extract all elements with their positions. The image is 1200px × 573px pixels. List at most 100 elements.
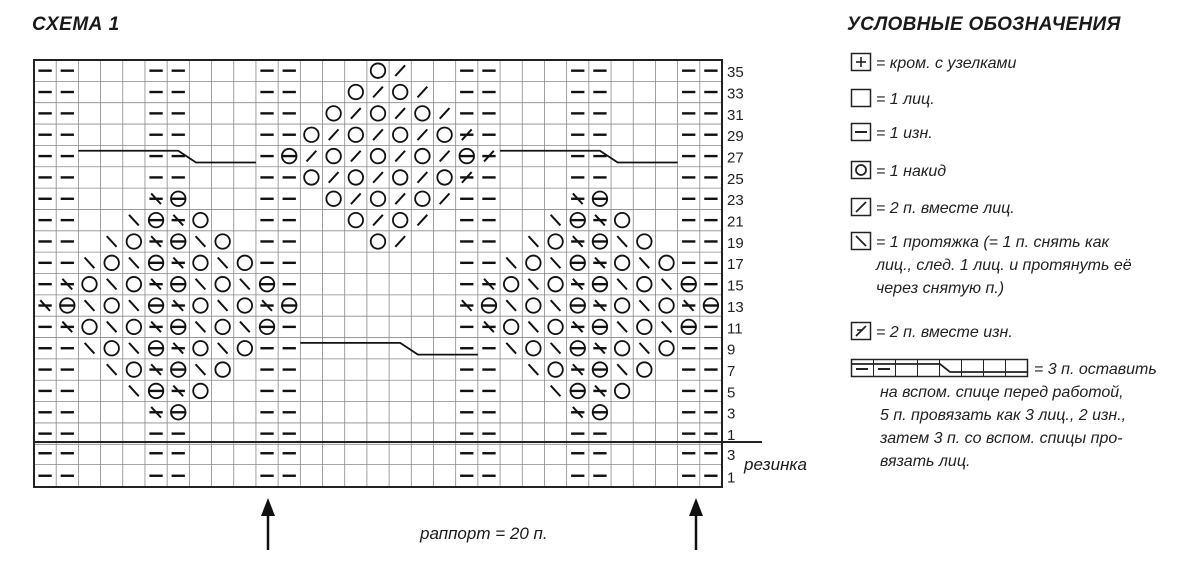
yarn-over-mark: [170, 190, 187, 207]
k2tog-mark: [350, 192, 362, 205]
rib-label: резинка: [744, 455, 807, 474]
skp-mark: [483, 278, 495, 291]
yarn-over-mark: [636, 318, 653, 336]
yarn-over-mark: [525, 340, 542, 357]
skp-mark: [572, 235, 584, 248]
skp-mark: [461, 299, 473, 312]
skp-mark: [172, 256, 184, 269]
yarn-over-mark: [547, 318, 564, 336]
yarn-over-mark: [281, 297, 298, 314]
yarn-over-mark: [569, 211, 586, 229]
yarn-over-mark: [192, 211, 209, 229]
row-number: 15: [727, 278, 744, 295]
yarn-over-mark: [458, 147, 475, 165]
skp-mark: [261, 299, 273, 312]
yarn-over-mark: [147, 382, 165, 400]
legend-item-edge: = кром. с узелками: [850, 52, 1016, 75]
k2tog-mark: [416, 128, 429, 141]
yarn-over-mark: [369, 105, 387, 122]
skp-mark: [505, 342, 517, 355]
yarn-over-mark: [658, 254, 675, 271]
skp-mark: [572, 192, 584, 205]
yarn-over-mark: [569, 254, 586, 271]
skp-mark: [505, 256, 517, 269]
schema-title: СХЕМА 1: [32, 14, 120, 35]
yarn-over-mark: [680, 318, 697, 336]
skp-mark: [194, 363, 207, 376]
skp-mark: [172, 342, 184, 355]
yarn-over-mark: [214, 276, 231, 293]
k2tog-mark: [372, 86, 384, 99]
yarn-over-mark: [236, 340, 253, 357]
yarn-over-mark: [613, 340, 631, 357]
k2tog-mark: [394, 192, 406, 205]
yarn-over-mark: [325, 105, 342, 122]
yarn-over-mark: [281, 147, 298, 165]
yarn-over-mark: [392, 211, 409, 229]
skp-mark: [239, 278, 251, 291]
knit-stitch-icon: [850, 88, 872, 108]
legend-item-k2tog: = 2 п. вместе лиц.: [850, 197, 1015, 220]
skp-mark: [61, 320, 73, 333]
skp-mark: [172, 299, 184, 312]
yarn-over-mark: [236, 297, 253, 314]
skp-mark: [217, 342, 229, 355]
legend-item-skp: = 1 протяжка (= 1 п. снять как лиц., сле…: [850, 231, 1132, 300]
skp-mark: [150, 192, 162, 205]
yarn-over-mark: [436, 169, 453, 186]
skp-mark: [61, 278, 73, 291]
k2tog-mark: [394, 107, 406, 120]
yarn-over-mark: [591, 276, 609, 293]
yarn-over-mark: [125, 318, 143, 336]
yarn-over-mark: [125, 361, 143, 378]
yarn-over-mark: [325, 190, 342, 207]
k2tog-mark: [438, 192, 451, 205]
yarn-over-mark: [170, 233, 187, 250]
k2tog-icon: [850, 197, 872, 217]
skp-mark: [106, 278, 118, 291]
row-number: 17: [727, 256, 744, 273]
row-number: 25: [727, 171, 744, 188]
skp-mark: [150, 363, 162, 376]
skp-mark: [194, 320, 207, 333]
skp-mark: [505, 299, 517, 312]
yarn-over-mark: [503, 276, 520, 293]
skp-mark: [660, 278, 673, 291]
repeat-end-arrow-icon: [689, 498, 703, 550]
yarn-over-mark: [591, 233, 609, 250]
skp-mark: [572, 320, 584, 333]
yarn-over-mark: [569, 340, 586, 357]
skp-mark: [194, 235, 207, 248]
yarn-over-mark: [369, 233, 387, 250]
skp-mark: [194, 278, 207, 291]
skp-mark: [483, 320, 495, 333]
skp-mark: [549, 342, 562, 355]
skp-mark: [549, 256, 562, 269]
k2tog-mark: [372, 128, 384, 141]
yarn-over-mark: [569, 297, 586, 314]
skp-mark: [549, 214, 562, 227]
skp-mark: [638, 342, 650, 355]
yarn-over-mark: [436, 126, 453, 143]
yarn-over-mark: [147, 211, 165, 229]
skp-mark: [106, 363, 118, 376]
skp-mark: [217, 256, 229, 269]
chart-border: [33, 59, 723, 488]
chart-grid: [33, 59, 723, 487]
yarn-over-mark: [303, 169, 320, 186]
k2tog-mark: [438, 107, 451, 120]
yarn-over-mark: [414, 190, 431, 207]
yarn-over-mark: [369, 190, 387, 207]
yarn-over-mark: [680, 276, 697, 293]
skp-mark: [217, 299, 229, 312]
yarn-over-mark: [503, 318, 520, 336]
repeat-start-arrow-icon: [261, 498, 275, 550]
yarn-over-mark: [325, 147, 342, 165]
yarn-over-mark: [192, 254, 209, 271]
skp-mark: [83, 256, 96, 269]
yarn-over-mark: [125, 233, 143, 250]
skp-mark: [527, 278, 539, 291]
yarn-over-mark: [547, 233, 564, 250]
yarn-over-mark: [636, 276, 653, 293]
